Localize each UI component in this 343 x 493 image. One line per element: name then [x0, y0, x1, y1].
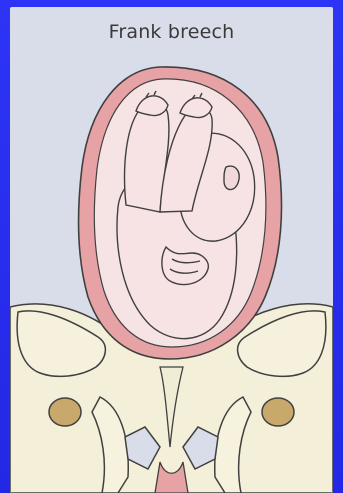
- illustration-panel: Frank breech: [10, 7, 333, 493]
- frank-breech-illustration: [10, 7, 333, 493]
